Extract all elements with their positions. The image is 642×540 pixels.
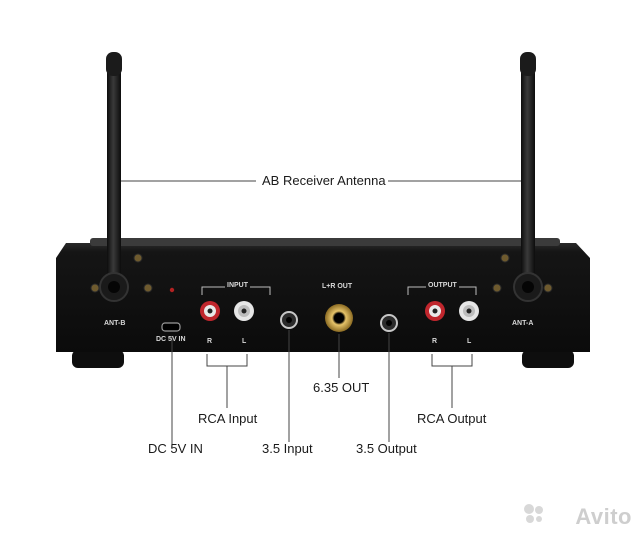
rca-input-label: RCA Input <box>198 411 258 426</box>
output-r-label: R <box>432 338 438 345</box>
output-l-label: L <box>467 338 472 345</box>
output-label: OUTPUT <box>426 282 459 289</box>
rca-input-l <box>234 301 254 321</box>
jack-35-output <box>380 314 398 332</box>
top-edge <box>90 238 560 246</box>
screws <box>90 253 553 293</box>
lr-out-label: L+R OUT <box>322 283 353 290</box>
out-635-label: 6.35 OUT <box>313 380 370 395</box>
input-l-label: L <box>242 338 247 345</box>
in-35-label: 3.5 Input <box>262 441 313 456</box>
out-35-label: 3.5 Output <box>356 441 417 456</box>
antenna-right <box>513 52 543 302</box>
avito-logo-icon <box>524 504 543 523</box>
jack-35-input <box>280 311 298 329</box>
ant-b-label: ANT-B <box>104 320 126 327</box>
dc-5v-panel-label: DC 5V IN <box>156 336 186 343</box>
foot-left <box>72 350 124 368</box>
dc-in-label: DC 5V IN <box>148 441 203 456</box>
rca-output-label: RCA Output <box>417 411 487 426</box>
foot-right <box>522 350 574 368</box>
rca-output-r <box>425 301 445 321</box>
rca-input-r <box>200 301 220 321</box>
input-r-label: R <box>207 338 213 345</box>
leader-lines <box>171 330 473 448</box>
avito-watermark: Avito <box>575 504 632 529</box>
power-led <box>169 287 175 293</box>
receiver-body <box>56 243 590 352</box>
jack-635-out <box>325 304 353 332</box>
dc-port <box>161 322 181 332</box>
antenna-left <box>99 52 129 302</box>
ant-a-label: ANT-A <box>512 320 534 327</box>
antenna-label: AB Receiver Antenna <box>262 173 386 188</box>
rca-output-l <box>459 301 479 321</box>
input-label: INPUT <box>225 282 250 289</box>
